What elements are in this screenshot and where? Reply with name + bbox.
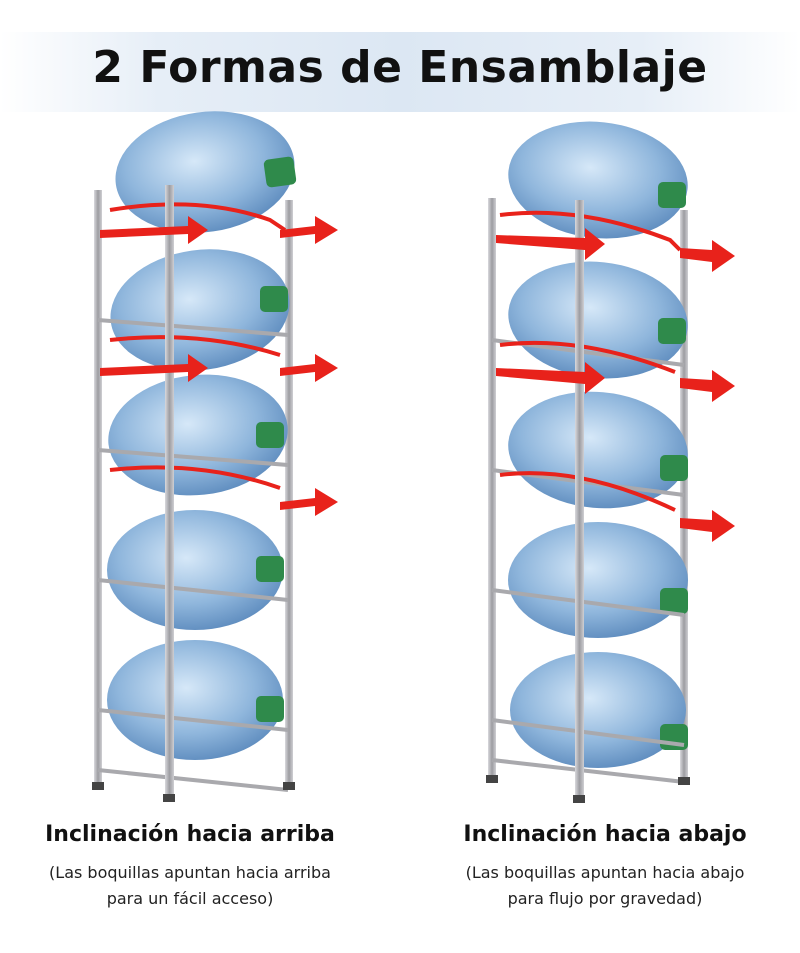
bottle-5 xyxy=(107,640,284,760)
caption-note-left-line2: para un fácil acceso) xyxy=(106,889,274,908)
bottle-4 xyxy=(107,510,284,630)
caption-heading-right: Inclinación hacia abajo xyxy=(463,822,747,847)
caption-heading-left: Inclinación hacia arriba xyxy=(45,822,335,847)
arrow-icons xyxy=(100,216,338,516)
bottle-1 xyxy=(508,121,688,239)
bottle-3 xyxy=(508,391,688,509)
rack-pole xyxy=(680,210,688,785)
tilt-indicator-curves xyxy=(109,202,287,490)
arrow-icons xyxy=(496,228,735,542)
caption-note-right-line1: (Las boquillas apuntan hacia abajo xyxy=(465,863,745,882)
rack-rails xyxy=(97,318,289,792)
rack-pole xyxy=(488,198,496,783)
bottle-3 xyxy=(108,374,288,496)
page-title: 2 Formas de Ensamblaje xyxy=(92,42,708,93)
bottle-5 xyxy=(510,652,688,768)
rack-pole xyxy=(165,185,174,800)
title-banner xyxy=(0,32,800,112)
rack-illustration-tilt-up xyxy=(92,111,338,802)
bottle-1 xyxy=(115,111,297,233)
rack-pole xyxy=(285,200,293,790)
bottle-4 xyxy=(508,522,688,638)
rack-pole xyxy=(94,190,102,790)
bottle-2 xyxy=(110,249,290,371)
caption-note-right-line2: para flujo por gravedad) xyxy=(507,889,703,908)
caption-note-left-line1: (Las boquillas apuntan hacia arriba xyxy=(49,863,331,882)
rack-pole xyxy=(575,200,584,800)
rack-illustration-tilt-down xyxy=(486,121,735,803)
